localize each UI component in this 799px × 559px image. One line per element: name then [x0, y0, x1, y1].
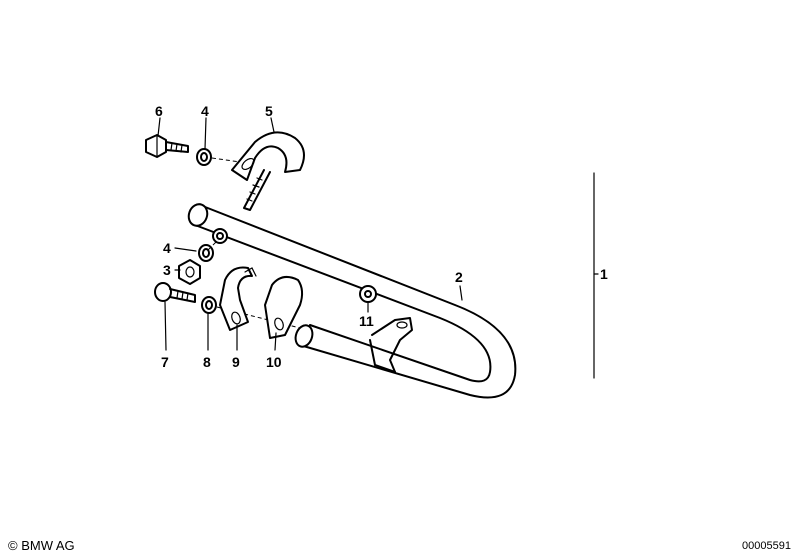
callout-8: 8: [203, 354, 211, 370]
nut-part-3: [178, 259, 201, 285]
washer-part-4-top: [196, 148, 212, 166]
callout-5: 5: [265, 103, 273, 119]
callout-9: 9: [232, 354, 240, 370]
copyright-text: © BMW AG: [8, 538, 75, 553]
clamp-part-10: [264, 275, 304, 339]
callout-2: 2: [455, 269, 463, 285]
assembly-line-top: [211, 157, 241, 163]
leader-lines: [157, 117, 599, 379]
callout-7: 7: [161, 354, 169, 370]
diagram-number: 00005591: [742, 540, 791, 552]
callout-3: 3: [163, 262, 171, 278]
washer-part-4-middle: [198, 244, 214, 262]
callout-10: 10: [266, 354, 282, 370]
callout-4-top: 4: [201, 103, 209, 119]
washer-part-11: [359, 285, 377, 303]
tube-part-2: [187, 203, 517, 399]
washer-part-8: [201, 296, 217, 314]
callout-1: 1: [600, 266, 608, 282]
clamp-part-5: [231, 131, 305, 211]
assembly-line-middle: [207, 239, 219, 251]
callout-6: 6: [155, 103, 163, 119]
bolt-part-7: [154, 282, 196, 303]
tube-bracket: [369, 317, 413, 373]
callout-11: 11: [359, 313, 374, 329]
washer-on-tube: [212, 228, 228, 244]
clamp-part-9: [219, 266, 257, 331]
callout-4-middle: 4: [163, 240, 171, 256]
bolt-part-6: [145, 134, 189, 158]
